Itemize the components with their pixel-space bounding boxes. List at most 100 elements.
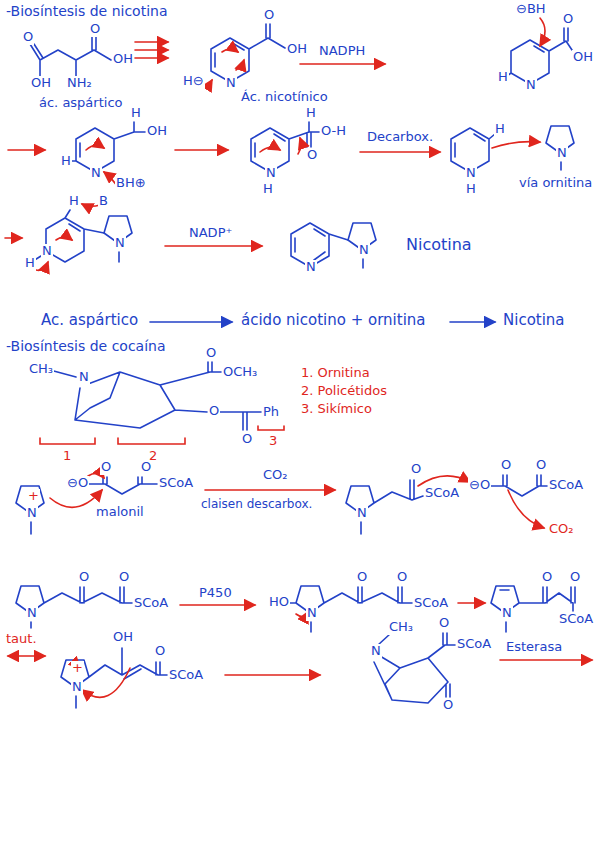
atom-label: O (205, 346, 217, 361)
annotation-text: ácido nicotino + ornitina (240, 312, 427, 329)
atom-label: O-H (320, 124, 347, 139)
annotation-text: 2. Policétidos (300, 384, 388, 399)
atom-label: N (305, 260, 317, 275)
atom-label: O (438, 616, 450, 631)
atom-label: N (26, 506, 38, 521)
atom-label: H (24, 256, 36, 271)
annotation-text: P450 (198, 586, 233, 601)
atom-label: N (71, 680, 83, 695)
atom-label: O (118, 570, 130, 585)
atom-label: + (71, 661, 84, 676)
atom-label: H (60, 154, 72, 169)
section-heading: -Biosíntesis de cocaína (5, 338, 167, 354)
atom-label: O (541, 570, 553, 585)
atom-label: O (78, 570, 90, 585)
callout-number: 3 (268, 434, 278, 449)
atom-label: H (130, 106, 142, 121)
atom-label: N (556, 146, 568, 161)
atom-label: BH⊕ (115, 176, 147, 191)
atom-label: N (370, 644, 382, 659)
atom-label: N (114, 236, 126, 251)
atom-label: Ph (262, 405, 280, 420)
atom-label: ⊖O (66, 476, 89, 491)
atom-label: SCoA (158, 476, 194, 491)
annotation-text: Ac. aspártico (40, 312, 139, 329)
atom-label: NH₂ (66, 76, 93, 91)
atom-label: CO₂ (262, 468, 289, 483)
atom-label: N (90, 166, 102, 181)
atom-label: CH₃ (388, 620, 414, 635)
atom-label: O (154, 644, 166, 659)
atom-label: O (263, 8, 275, 23)
atom-label: ⊖BH (515, 2, 547, 17)
atom-label: H (68, 194, 80, 209)
atom-label: N (465, 166, 477, 181)
annotation-text: Esterasa (505, 640, 563, 655)
atom-label: O (356, 570, 368, 585)
atom-label: N (525, 78, 537, 93)
atom-label: SCoA (558, 612, 594, 627)
atom-label: HO (268, 595, 290, 610)
atom-label: O (442, 698, 454, 713)
atom-label: H (497, 70, 509, 85)
atom-label: H (262, 182, 274, 197)
atom-label: N (306, 606, 318, 621)
annotation-text: 1. Ornitina (300, 366, 371, 381)
atom-label: O (140, 460, 152, 475)
atom-label: SCoA (133, 596, 169, 611)
atom-label: B (98, 194, 109, 209)
atom-label: SCoA (168, 668, 204, 683)
annotation-text: Nicotina (405, 236, 473, 254)
section-heading: -Biosíntesis de nicotina (5, 3, 169, 19)
atom-label: O (569, 570, 581, 585)
atom-label: CH₃ (28, 362, 54, 377)
atom-label: OH (112, 52, 134, 67)
atom-label: OH (572, 50, 594, 65)
atom-label: CO₂ (548, 522, 575, 537)
atom-label: SCoA (456, 637, 492, 652)
atom-label: N (78, 370, 90, 385)
atom-label: SCoA (413, 596, 449, 611)
callout-number: 1 (62, 449, 72, 464)
atom-label: H (494, 122, 506, 137)
atom-label: O (500, 458, 512, 473)
atom-label: N (501, 606, 513, 621)
annotation-text: Ác. nicotínico (240, 90, 329, 105)
atom-label: N (356, 506, 368, 521)
atom-label: O (535, 458, 547, 473)
atom-label: + (27, 489, 40, 504)
atom-label: N (26, 606, 38, 621)
atom-label: O (89, 22, 101, 37)
atom-label: O (100, 460, 112, 475)
atom-label: H (465, 182, 477, 197)
atom-label: SCoA (548, 478, 584, 493)
annotation-text: ác. aspártico (38, 96, 124, 111)
annotation-text: malonil (95, 505, 145, 520)
annotation-text: claisen descarbox. (200, 498, 313, 512)
atom-label: ⊖O (468, 478, 491, 493)
atom-label: N (225, 76, 237, 91)
annotation-text: NADP⁺ (188, 226, 233, 241)
atom-label: SCoA (424, 486, 460, 501)
atom-label: N (358, 243, 370, 258)
atom-label: O (306, 148, 318, 163)
annotation-text: Decarbox. (366, 130, 434, 145)
annotation-text: vía ornitina (518, 176, 593, 191)
atom-label: O (22, 30, 34, 45)
annotation-text: Nicotina (502, 312, 566, 329)
atom-label: O (208, 404, 220, 419)
annotation-text: NADPH (318, 44, 366, 59)
atom-label: H (305, 106, 317, 121)
atom-label: H⊖ (182, 74, 205, 89)
atom-label: N (265, 166, 277, 181)
atom-label: O (396, 570, 408, 585)
annotation-text: 3. Sikímico (300, 402, 373, 417)
atom-label: OH (112, 630, 134, 645)
atom-label: OCH₃ (222, 365, 258, 380)
atom-label: O (410, 462, 422, 477)
atom-label: N (41, 244, 53, 259)
annotation-text: taut. (5, 632, 38, 647)
atom-label: OH (30, 76, 52, 91)
atom-label: O (562, 12, 574, 27)
